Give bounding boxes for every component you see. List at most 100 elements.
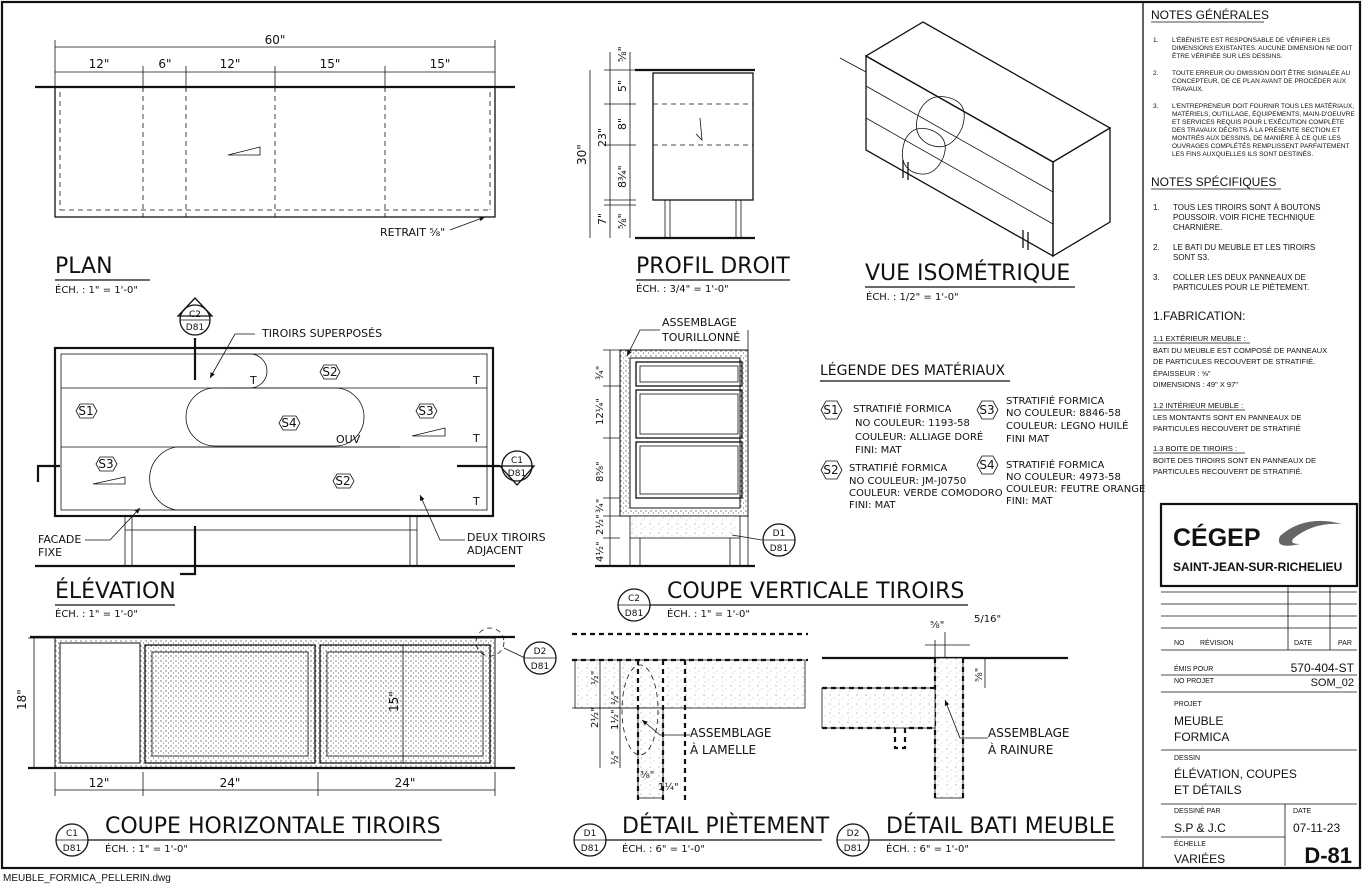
ng3-l2: MATÉRIELS, OUTILLAGE, ÉQUIPEMENTS, MAIN-… [1172,109,1355,118]
ch-dim-3: 24" [395,776,416,790]
ng3-l3: ET SERVICES REQUIS POUR L'EXÉCUTION COMP… [1172,117,1345,126]
notes-gen-title: NOTES GÉNÉRALES [1151,7,1269,22]
bati-callout-bottom: D81 [844,844,862,854]
legend-s3-line4: FINI MAT [1006,434,1050,445]
tb-dessin-label: DESSIN [1174,755,1200,762]
profil-dim-2: 5" [616,80,629,92]
elev-label-facade-1: FACADE [38,533,81,546]
elev-t-3: T [472,432,480,445]
cv-label-1: ASSEMBLAGE [662,316,737,329]
fab-s2-l2: PARTICULES RECOUVERT DE STRATIFIÉ [1153,424,1301,433]
piet-dim-3: 1½" [609,709,621,730]
profil-dim-6: 7" [596,213,609,225]
ch-dim-15: 15" [387,691,401,712]
iso-title: VUE ISOMÉTRIQUE [865,260,1070,286]
plan-dim-total: 60" [265,33,286,47]
tb-emis-label: ÉMIS POUR [1174,664,1213,673]
elev-hex-s2-bottom: S2 [335,474,350,488]
legend-s3-line3: COULEUR: LEGNO HUILÉ [1006,419,1128,432]
ch-dim-2: 24" [220,776,241,790]
elevation-title: ÉLÉVATION [55,578,176,604]
ng1-l3: ÊTRE VÉRIFIÉE SUR LES DESSINS. [1172,51,1283,60]
profil-dim-23: 23" [596,128,609,147]
ch-title: COUPE HORIZONTALE TIROIRS [105,814,441,839]
logo-cegep: CÉGEP [1173,523,1261,552]
legend-s4-line1: STRATIFIÉ FORMICA [1006,458,1104,471]
cv-dim-1: ¾" [595,366,606,380]
elev-label-deux-2: ADJACENT [467,544,523,557]
elev-hex-s3-left: S3 [98,457,113,471]
plan-dim-2: 6" [158,57,171,71]
plan-dim-5: 15" [430,57,451,71]
legend-s4-line4: FINI: MAT [1006,496,1053,507]
legend-s4-code: S4 [979,458,994,472]
plan-dim-1: 12" [89,57,110,71]
ns1-l3: CHARNIÈRE. [1173,223,1222,232]
cv-label-2: TOURILLONNÉ [661,331,740,344]
piet-dim-1: ½" [589,671,601,685]
elev-callout-c2-top: C2 [189,310,201,320]
legend-s3-code: S3 [979,403,994,417]
ng1-l1: L'ÉBÉNISTE EST RESPONSABLE DE VÉRIFIER L… [1172,35,1331,44]
tb-projet-line2: FORMICA [1174,730,1229,744]
ng1-l2: DIMENSIONS EXISTANTES. AUCUNE DIMENSION … [1172,45,1352,52]
notes-panel: NOTES GÉNÉRALES 1. L'ÉBÉNISTE EST RESPON… [1151,7,1355,476]
ns3-l2: PARTICULES POUR LE PIÈTEMENT. [1173,283,1309,292]
bati-label-2: À RAINURE [988,742,1053,757]
sheet-border [0,0,1362,870]
fab-title: 1.FABRICATION: [1153,309,1245,323]
legend-s1-line3: COULEUR: ALLIAGE DORÉ [855,430,983,443]
fab-s1-l3: ÉPAISSEUR : ⅝" [1153,369,1211,378]
tb-projet-no-label: NO PROJET [1174,678,1215,685]
cv-title: COUPE VERTICALE TIROIRS [667,579,964,604]
cv-callout-d1-bottom: D81 [770,544,788,554]
tb-echelle-label: ÉCHELLE [1174,839,1206,848]
tb-projet-no-value: SOM_02 [1311,677,1354,689]
fab-s1-l2: DE PARTICULES RECOUVERT DE STRATIFIÉ. [1153,357,1315,366]
bati-title: DÉTAIL BATI MEUBLE [886,813,1115,839]
profil-droit-view: ⅝" 5" 8" 8¾" ⅝" 7" 23" 30" PROFIL DROIT … [575,46,790,295]
svg-text:2.: 2. [1153,70,1159,77]
ng2-l1: TOUTE ERREUR OU OMISSION DOIT ÊTRE SIGNA… [1172,68,1350,77]
elev-callout-c1-top: C1 [511,456,523,466]
tb-dessine-value: S.P & J.C [1174,821,1226,835]
fab-s2-l1: LES MONTANTS SONT EN PANNEAUX DE [1153,413,1301,422]
profil-dim-1: ⅝" [616,46,629,62]
plan-dim-3: 12" [220,57,241,71]
tb-projet-line1: MEUBLE [1174,714,1223,728]
plan-dim-4: 15" [320,57,341,71]
fab-s1-l4: DIMENSIONS : 49" X 97" [1153,380,1238,389]
tb-col-date: DATE [1294,640,1312,647]
cv-dim-5: 2½" [594,514,606,535]
profil-dim-4: 8¾" [616,165,629,188]
elev-callout-c1-bottom: D81 [508,469,526,479]
piet-dim-7: 1¼" [658,781,679,793]
ns2-l2: SONT S3. [1173,253,1209,262]
plan-scale: ÉCH. : 1" = 1'-0" [55,283,138,296]
elev-label-tiroirs: TIROIRS SUPERPOSÉS [261,327,382,340]
iso-view: VUE ISOMÉTRIQUE ÉCH. : 1/2" = 1'-0" [839,21,1112,303]
tb-echelle-value: VARIÉES [1174,851,1225,866]
cv-callout-c2-top: C2 [628,594,640,604]
ns3-l1: COLLER LES DEUX PANNEAUX DE [1173,273,1306,282]
tb-col-par: PAR [1338,640,1352,647]
legend-s4-line2: NO COULEUR: 4973-58 [1006,472,1121,483]
cv-callout-d1-top: D1 [773,529,786,539]
piet-callout-top: D1 [584,829,597,839]
svg-text:2.: 2. [1153,243,1160,252]
piet-dim-4: 2½" [589,707,601,728]
ng3-l1: L'ENTREPRENEUR DOIT FOURNIR TOUS LES MAT… [1172,101,1354,110]
tb-dessine-label: DESSINÉ PAR [1174,806,1221,815]
fab-s3-title: 1.3 BOITE DE TIROIRS : [1153,444,1237,453]
profil-dim-3: 8" [616,118,629,130]
elevation-view: S1 S2 S3 S4 S2 S3 T T T T OUV C2 D81 C1 … [35,297,546,620]
tb-dessin-line2: ET DÉTAILS [1174,782,1242,797]
elev-hex-s3: S3 [418,404,433,418]
cv-dim-6: 4½" [594,541,606,562]
title-block: CÉGEP SAINT-JEAN-SUR-RICHELIEU NO RÉVISI… [1159,502,1359,868]
elev-hex-s2-top: S2 [322,365,337,379]
piet-title: DÉTAIL PIÈTEMENT [622,813,830,839]
ng3-l7: LES FINS AUXQUELLES ILS SONT DESTINÉS. [1172,149,1313,158]
legend-s3-line1: STRATIFIÉ FORMICA [1006,394,1104,407]
